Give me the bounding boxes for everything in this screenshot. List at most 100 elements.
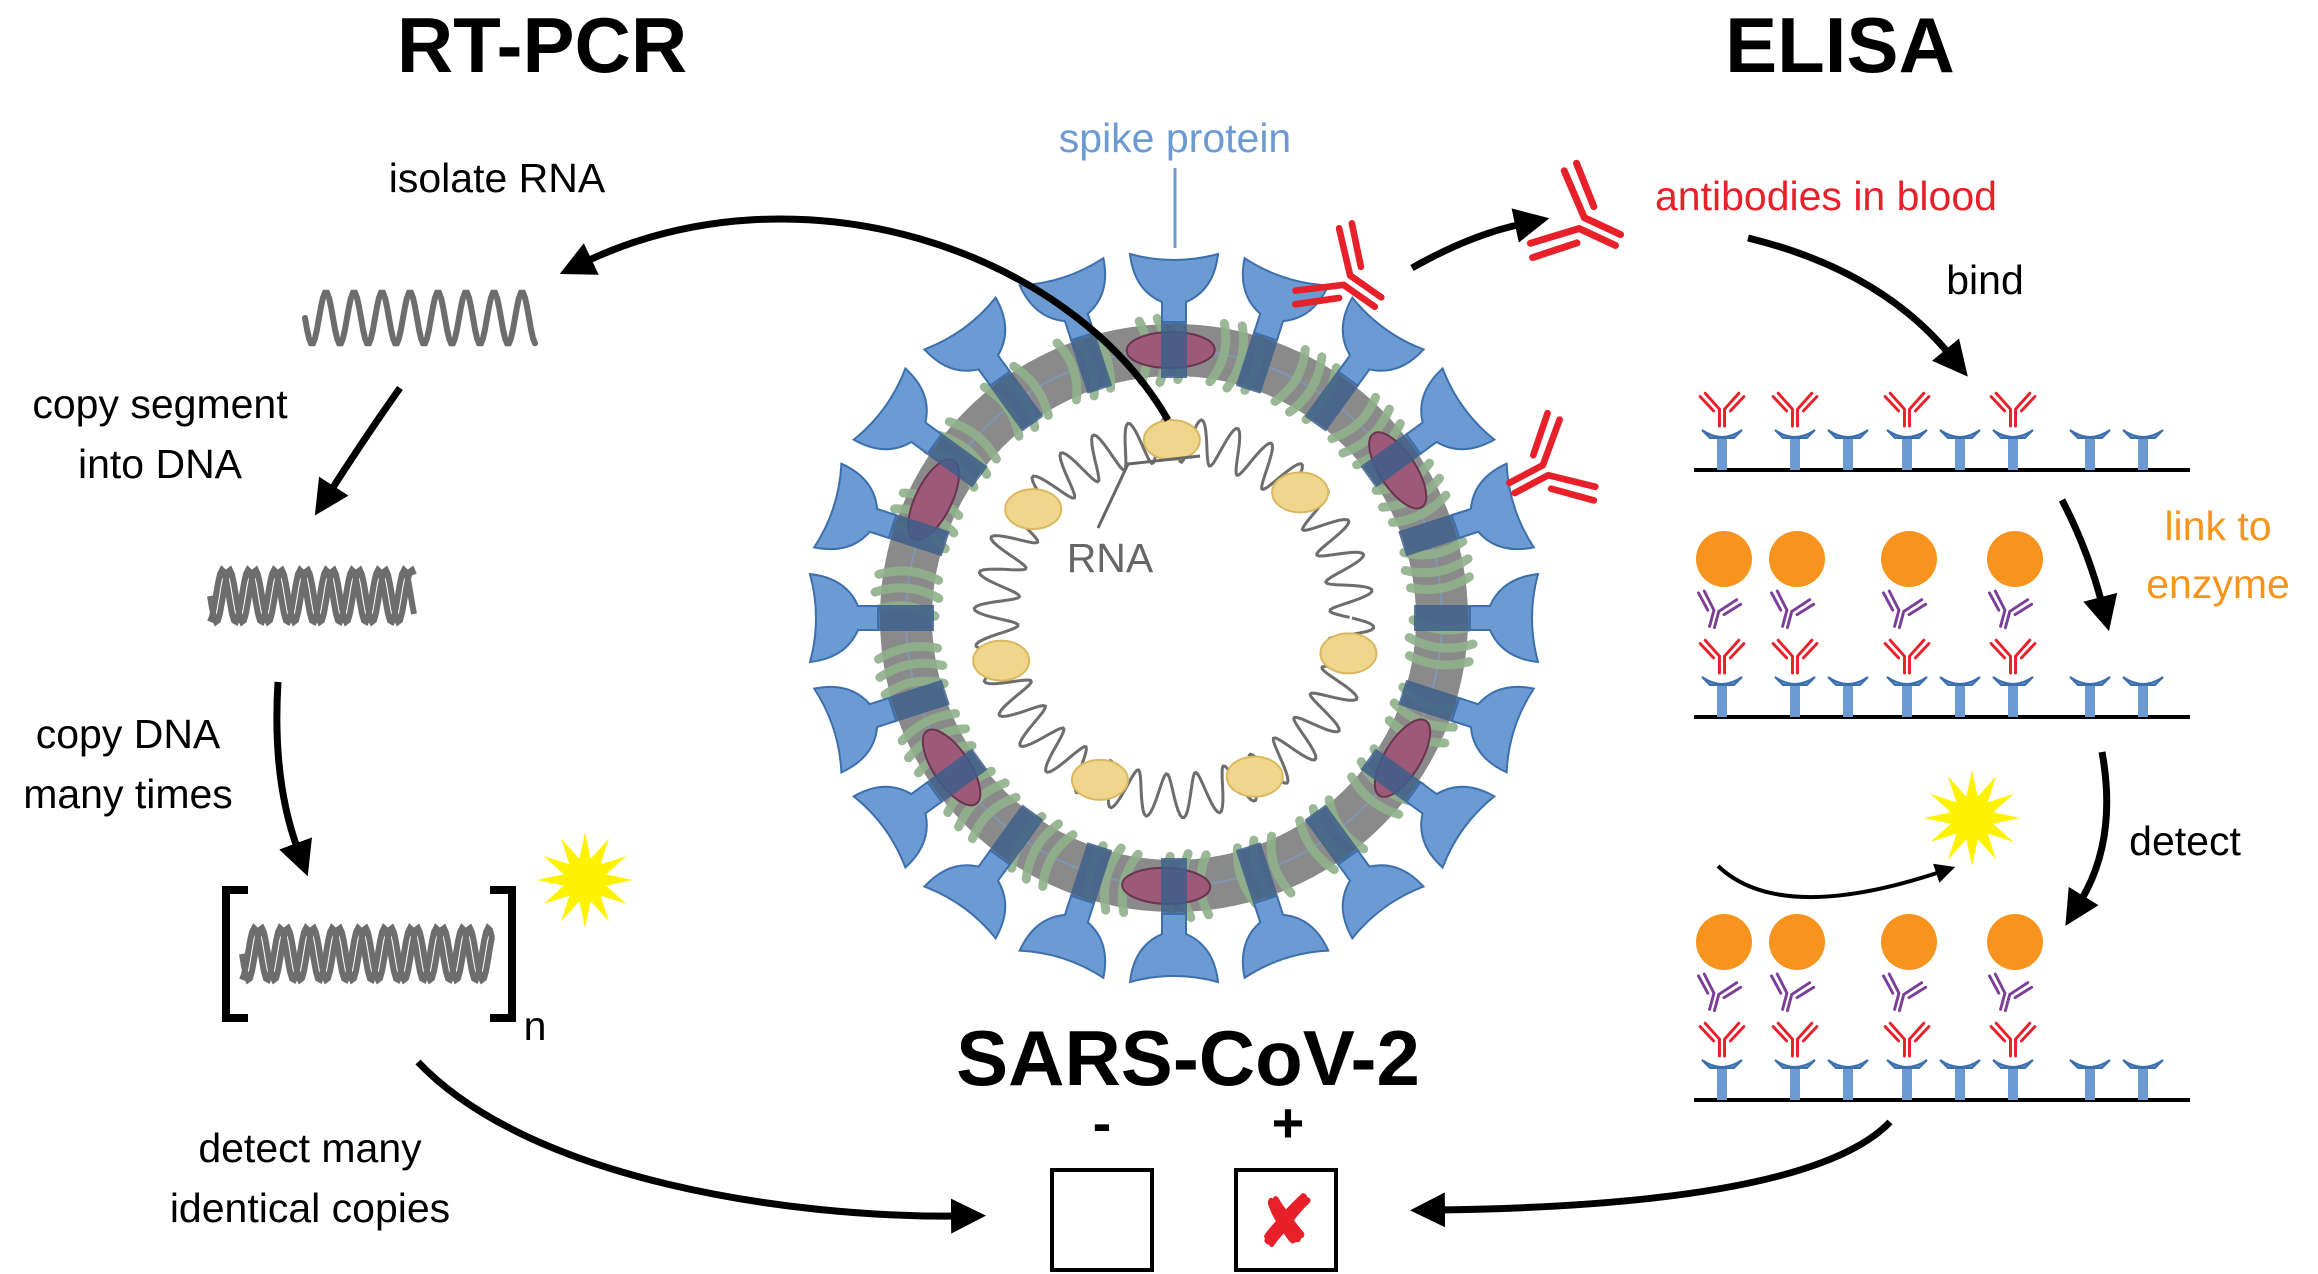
spike-protein bbox=[808, 572, 934, 664]
linker-antibody-icon bbox=[1697, 972, 1743, 1013]
dna-double-helix bbox=[207, 565, 417, 627]
spike-protein bbox=[1414, 572, 1540, 664]
isolate-rna-label: isolate RNA bbox=[389, 155, 606, 201]
free-antibody-icon bbox=[1526, 159, 1625, 262]
spike-protein bbox=[1018, 842, 1113, 980]
rna-pointer-line bbox=[1096, 454, 1201, 529]
spike-protein bbox=[1235, 842, 1330, 980]
spike-protein bbox=[922, 804, 1044, 941]
subscript-n: n bbox=[524, 1003, 547, 1049]
link-enzyme-label-2: enzyme bbox=[2146, 561, 2290, 607]
antigen-receptor bbox=[1774, 1059, 1816, 1100]
signal-star-icon bbox=[537, 832, 633, 928]
spike-protein bbox=[922, 295, 1044, 432]
bind-label: bind bbox=[1946, 257, 2024, 303]
nucleocapsid-protein bbox=[1070, 758, 1129, 801]
antibodies-label: antibodies in blood bbox=[1655, 173, 1997, 219]
antigen-receptor bbox=[2122, 676, 2164, 717]
spike-protein bbox=[1304, 804, 1426, 941]
copy-dna-arrow bbox=[273, 681, 312, 877]
linker-antibody-icon bbox=[1770, 972, 1816, 1013]
antigen-receptor bbox=[2122, 429, 2164, 470]
antigen-receptor bbox=[1774, 429, 1816, 470]
nucleocapsid-protein bbox=[1225, 755, 1284, 798]
enzyme-icon bbox=[1696, 531, 1752, 587]
captured-antibody-icon bbox=[1698, 391, 1746, 428]
captured-antibody-icon bbox=[1883, 1021, 1931, 1058]
signal-star-icon bbox=[1924, 770, 2020, 866]
antigen-receptor bbox=[1939, 429, 1981, 470]
nucleocapsid-protein bbox=[1004, 488, 1063, 531]
enzyme-icon bbox=[1987, 531, 2043, 587]
detect-many-label-1: detect many bbox=[198, 1125, 422, 1171]
dna-copy-strand-b bbox=[239, 923, 495, 984]
spike-protein bbox=[1235, 256, 1330, 394]
virus-particle bbox=[808, 220, 1599, 984]
bound-antibody-icon bbox=[1505, 409, 1599, 504]
spike-protein bbox=[851, 748, 988, 870]
detect-many-label-2: identical copies bbox=[170, 1185, 450, 1231]
nucleocapsid-protein bbox=[972, 639, 1031, 682]
antigen-receptor bbox=[1886, 676, 1928, 717]
antigen-receptor bbox=[1827, 676, 1869, 717]
dna-strand-a bbox=[207, 565, 417, 627]
enzyme-icon bbox=[1769, 914, 1825, 970]
spike-protein bbox=[851, 366, 988, 488]
title-sars-cov-2: SARS-CoV-2 bbox=[956, 1014, 1420, 1102]
captured-antibody-icon bbox=[1698, 1021, 1746, 1058]
spike-protein bbox=[1360, 366, 1497, 488]
captured-antibody-icon bbox=[1771, 391, 1819, 428]
rna-label: RNA bbox=[1067, 535, 1154, 581]
antibody-arrow bbox=[1410, 208, 1550, 272]
isolate-rna-arrow bbox=[559, 215, 1172, 422]
antigen-receptor bbox=[1827, 429, 1869, 470]
antigen-receptor bbox=[1939, 676, 1981, 717]
captured-antibody-icon bbox=[1698, 638, 1746, 675]
antigen-receptor bbox=[1886, 429, 1928, 470]
captured-antibody-icon bbox=[1989, 1021, 2037, 1058]
dna-amplified-copies bbox=[239, 923, 495, 985]
elisa-plate-enzyme bbox=[1694, 531, 2190, 719]
elisa-plate-detect bbox=[1694, 914, 2190, 1102]
antigen-receptor bbox=[1992, 429, 2034, 470]
antigen-receptor bbox=[2069, 1059, 2111, 1100]
enzyme-icon bbox=[1881, 914, 1937, 970]
antigen-receptor bbox=[1992, 676, 2034, 717]
linker-antibody-icon bbox=[1988, 589, 2034, 630]
positive-check-icon: ✘ bbox=[1257, 1183, 1316, 1261]
title-rt-pcr: RT-PCR bbox=[397, 1, 687, 89]
enzyme-icon bbox=[1696, 914, 1752, 970]
rna-strand bbox=[302, 289, 538, 347]
antigen-receptor bbox=[1886, 1059, 1928, 1100]
positive-result-box[interactable] bbox=[1234, 1168, 1338, 1272]
copy-segment-label-1: copy segment bbox=[32, 381, 288, 427]
spike-protein bbox=[812, 679, 950, 774]
copy-segment-arrow bbox=[314, 385, 403, 516]
detect-arrow bbox=[2065, 751, 2111, 926]
captured-antibody-icon bbox=[1989, 638, 2037, 675]
title-elisa: ELISA bbox=[1725, 1, 1955, 89]
detect-label: detect bbox=[2129, 818, 2241, 864]
antigen-receptor bbox=[1701, 429, 1743, 470]
negative-symbol: - bbox=[1093, 1091, 1112, 1154]
nucleocapsid-protein bbox=[1142, 419, 1201, 462]
nucleocapsid-protein bbox=[1271, 471, 1330, 514]
copy-dna-label-1: copy DNA bbox=[36, 711, 221, 757]
link-enzyme-label-1: link to bbox=[2164, 503, 2271, 549]
antigen-receptor bbox=[1939, 1059, 1981, 1100]
linker-antibody-icon bbox=[1882, 972, 1928, 1013]
linker-antibody-icon bbox=[1770, 589, 1816, 630]
negative-result-box[interactable] bbox=[1050, 1168, 1154, 1272]
antigen-receptor bbox=[2069, 676, 2111, 717]
enzyme-icon bbox=[1881, 531, 1937, 587]
captured-antibody-icon bbox=[1883, 638, 1931, 675]
captured-antibody-icon bbox=[1771, 1021, 1819, 1058]
spike-protein bbox=[1128, 858, 1220, 984]
positive-symbol: + bbox=[1272, 1091, 1305, 1154]
antigen-receptor bbox=[1701, 1059, 1743, 1100]
linker-antibody-icon bbox=[1882, 589, 1928, 630]
spike-protein bbox=[812, 462, 950, 557]
antibody-icon bbox=[1526, 159, 1625, 262]
link-arrow bbox=[2058, 498, 2118, 632]
